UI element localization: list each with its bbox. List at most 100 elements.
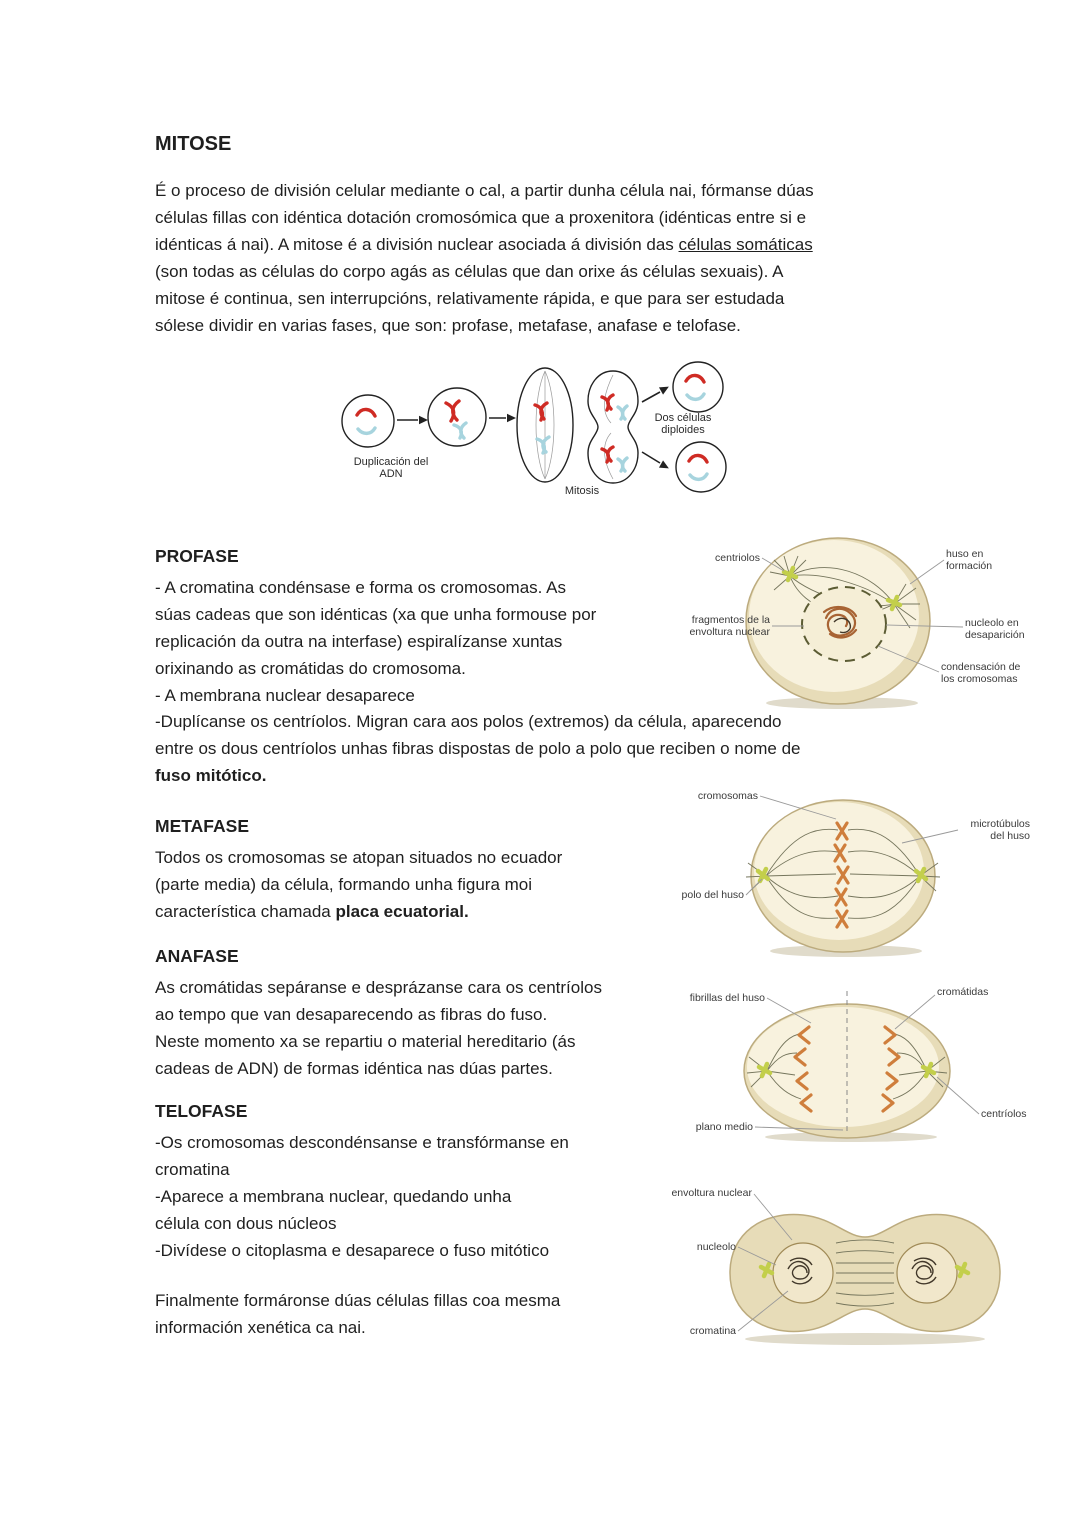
cell-start (341, 394, 395, 448)
fragmenting-nuclear-envelope (801, 586, 887, 662)
text-line: - A cromatina condénsase e forma os crom… (155, 578, 567, 597)
mitosis-label: Mitosis (564, 485, 600, 497)
text-line: ao tempo que van desaparecendo as fibras… (155, 1005, 548, 1024)
underlined-celulas-somaticas: células somáticas (678, 235, 813, 254)
leader-lines (761, 557, 964, 673)
profase-figure: centriolos huso en formación fragmentos … (678, 526, 1030, 718)
telofase-cell-diagram (729, 1193, 1001, 1345)
metafase-bold-line: característica chamada placa ecuatorial. (155, 898, 562, 925)
profase-wide-lines: -Duplícanse os centríolos. Migran cara a… (155, 708, 800, 762)
text-line: cromatina (155, 1160, 230, 1179)
text-line: sólese dividir en varias fases, que son:… (155, 316, 741, 335)
arrow-right-icon (489, 413, 516, 423)
arrow-lower-right-icon (641, 451, 669, 469)
metafase-lines: Todos os cromosomas se atopan situados n… (155, 844, 562, 898)
spindle-pole-label: polo del huso (681, 889, 744, 901)
centrioles (758, 1261, 971, 1279)
text-line: Todos os cromosomas se atopan situados n… (155, 848, 563, 867)
text-line: As cromátidas sepáranse e desprázanse ca… (155, 978, 602, 997)
chromosome-condensation-label: condensación de los cromosomas (941, 661, 1021, 685)
daughter-cell-top (672, 361, 724, 413)
intro-lines-b: (son todas as células do corpo agás as c… (155, 258, 814, 339)
profase-paragraph: - A cromatina condénsase e forma os crom… (155, 574, 596, 709)
mitosis-overview-figure: Duplicación del ADN Mitosis Dos células … (330, 357, 750, 507)
duplication-label: Duplicación del ADN (353, 456, 429, 480)
nucleolus-label: nucleolo (696, 1241, 736, 1253)
cell-mitosis-spindle (516, 367, 574, 483)
centriole-pair (781, 565, 903, 612)
text-line: replicación da outra na interfase) espir… (155, 632, 563, 651)
centrioles-label: centríolos (981, 1108, 1027, 1120)
nuclear-envelope-label: envoltura nuclear (671, 1187, 752, 1199)
text-line: cadeas de ADN) de formas idéntica nas dú… (155, 1059, 553, 1078)
intro-line-underline: idénticas á nai). A mitose é a división … (155, 231, 814, 258)
profase-cell-diagram (745, 537, 964, 709)
diploid-cells-label: Dos células diploides (654, 412, 712, 436)
nucleolus-disappearing-label: nucleolo en desaparición (965, 617, 1025, 641)
metafase-cell-diagram (745, 795, 959, 957)
spindle-microtubules-label: microtúbulos del huso (970, 818, 1030, 842)
anafase-cell-diagram (743, 991, 980, 1142)
text-line: -Divídese o citoplasma e desaparece o fu… (155, 1241, 550, 1260)
anafase-heading: ANAFASE (155, 946, 239, 966)
chromatin-tangles (787, 1257, 937, 1285)
text-line: información xenética ca nai. (155, 1318, 366, 1337)
anafase-figure: fibrillas del huso cromátidas centríolos… (675, 983, 1031, 1145)
bold-fuso-mitotico: fuso mitótico. (155, 766, 267, 785)
chromosomes-label: cromosomas (697, 790, 758, 802)
text-line: - A membrana nuclear desaparece (155, 686, 415, 705)
spindle-remnants (835, 1239, 895, 1307)
bold-placa-ecuatorial: placa ecuatorial. (335, 902, 469, 921)
profase-heading: PROFASE (155, 546, 239, 566)
text-line: Neste momento xa se repartiu o material … (155, 1032, 576, 1051)
separating-chromatids (793, 1025, 901, 1113)
mitosis-overview-diagram (341, 361, 727, 493)
metafase-heading: METAFASE (155, 816, 249, 836)
chromatin-label: cromatina (689, 1325, 736, 1337)
centrioles-label: centriolos (715, 552, 760, 564)
leader-lines (754, 994, 980, 1131)
intro-line-pre: idénticas á nai). A mitose é a división … (155, 235, 679, 254)
text-line: célula con dous núcleos (155, 1214, 337, 1233)
text-line: -Duplícanse os centríolos. Migran cara a… (155, 712, 782, 731)
daughter-cell-bottom (675, 441, 727, 493)
metafase-figure: cromosomas microtúbulos del huso polo de… (676, 783, 1030, 961)
metafase-paragraph: Todos os cromosomas se atopan situados n… (155, 844, 562, 925)
text-line: É o proceso de división celular mediante… (155, 181, 814, 200)
telofase-figure: envoltura nuclear nucleolo cromatina (670, 1185, 1030, 1353)
centrioles (756, 1061, 937, 1079)
cell-duplicated-dna (427, 387, 487, 447)
closing-paragraph: Finalmente formáronse dúas células filla… (155, 1287, 560, 1341)
text-line: (parte media) da célula, formando unha f… (155, 875, 533, 894)
text-line: orixinando as cromátidas do cromosoma. (155, 659, 466, 678)
chromosomes-equatorial-plate (833, 821, 850, 929)
text-line: (son todas as células do corpo agás as c… (155, 262, 784, 281)
anafase-paragraph: As cromátidas sepáranse e desprázanse ca… (155, 974, 602, 1082)
text-line: -Os cromosomas descondénsanse e transfór… (155, 1133, 569, 1152)
spindle-fibrils-label: fibrillas del huso (689, 992, 765, 1004)
spindle-microtubules (745, 828, 941, 919)
profase-paragraph-wide: -Duplícanse os centríolos. Migran cara a… (155, 708, 800, 789)
text-line: células fillas con idéntica dotación cro… (155, 208, 807, 227)
intro-paragraph: É o proceso de división celular mediante… (155, 177, 814, 339)
spindle-poles (755, 866, 929, 884)
arrow-right-icon (397, 415, 428, 425)
text-line: -Aparece a membrana nuclear, quedando un… (155, 1187, 512, 1206)
median-plane-label: plano medio (695, 1121, 753, 1133)
telofase-paragraph: -Os cromosomas descondénsanse e transfór… (155, 1129, 569, 1264)
page-title: MITOSE (155, 133, 232, 155)
leader-lines (737, 1193, 793, 1332)
nucleolus-remnant (833, 617, 852, 634)
telofase-heading: TELOFASE (155, 1101, 248, 1121)
cell-cytokinesis (587, 370, 639, 484)
nuclear-envelope-fragments-label: fragmentos de la envoltura nuclear (689, 614, 770, 638)
spindle-forming-label: huso en formación (946, 548, 993, 572)
arrow-upper-right-icon (641, 386, 669, 403)
condensing-chromatin (822, 606, 858, 639)
text-line: entre os dous centríolos unhas fibras di… (155, 739, 801, 758)
text-line: súas cadeas que son idénticas (xa que un… (155, 605, 597, 624)
text-line: mitose é continua, sen interrupcións, re… (155, 289, 785, 308)
intro-lines-a: É o proceso de división celular mediante… (155, 177, 814, 231)
text-line: Finalmente formáronse dúas células filla… (155, 1291, 561, 1310)
